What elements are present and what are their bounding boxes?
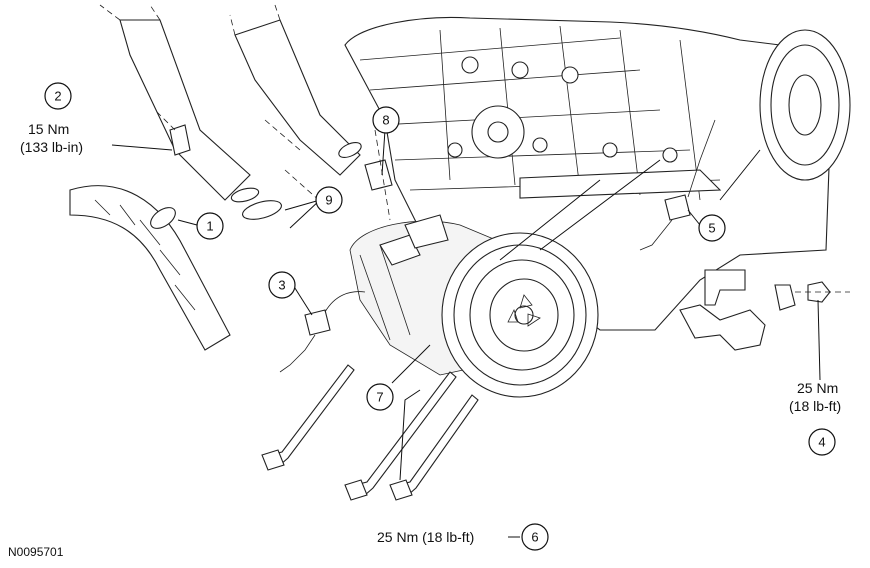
torque-spec-2: 15 Nm (133 lb-in) bbox=[20, 121, 83, 155]
svg-text:6: 6 bbox=[531, 530, 538, 545]
connector-5 bbox=[639, 119, 716, 251]
crank-damper bbox=[759, 29, 851, 181]
torque-spec-4: 25 Nm (18 lb-ft) bbox=[789, 380, 841, 414]
upper-hoses bbox=[99, 4, 361, 201]
figure-code: N0095701 bbox=[8, 545, 64, 559]
svg-text:5: 5 bbox=[708, 221, 715, 236]
svg-text:2: 2 bbox=[54, 89, 61, 104]
callout-6: 6 bbox=[521, 523, 549, 551]
connector-3 bbox=[279, 291, 366, 373]
callout-7: 7 bbox=[366, 383, 394, 411]
compressor-bolts bbox=[261, 364, 479, 501]
callout-9: 9 bbox=[315, 186, 343, 214]
refrigerant-hose bbox=[69, 185, 231, 351]
svg-text:8: 8 bbox=[382, 113, 389, 128]
torque-4-lb: (18 lb-ft) bbox=[789, 398, 841, 414]
callout-5: 5 bbox=[698, 214, 726, 242]
hose-clip bbox=[150, 207, 176, 229]
svg-text:9: 9 bbox=[325, 193, 332, 208]
torque-2-lb: (133 lb-in) bbox=[20, 139, 83, 155]
fitting-bolt-2 bbox=[154, 109, 191, 156]
svg-text:1: 1 bbox=[206, 219, 213, 234]
engine-pulley bbox=[471, 105, 525, 159]
svg-text:4: 4 bbox=[818, 435, 825, 450]
bracket-4 bbox=[679, 269, 850, 351]
compressor-fittings bbox=[379, 214, 449, 266]
engine-bolt-heads bbox=[447, 56, 678, 163]
o-ring-seals bbox=[230, 119, 362, 220]
bracket-8 bbox=[364, 129, 393, 221]
callout-3: 3 bbox=[268, 271, 296, 299]
callout-4: 4 bbox=[808, 428, 836, 456]
callout-1: 1 bbox=[196, 212, 224, 240]
leader-lines bbox=[111, 129, 821, 538]
compressor-clutch bbox=[441, 232, 599, 398]
svg-text:3: 3 bbox=[278, 278, 285, 293]
torque-4-nm: 25 Nm bbox=[797, 380, 838, 396]
callout-8: 8 bbox=[372, 106, 400, 134]
callout-2: 2 bbox=[44, 82, 72, 110]
torque-spec-6: 25 Nm (18 lb-ft) bbox=[377, 529, 474, 545]
torque-2-nm: 15 Nm bbox=[28, 121, 69, 137]
svg-text:7: 7 bbox=[376, 390, 383, 405]
torque-6: 25 Nm (18 lb-ft) bbox=[377, 529, 474, 545]
ac-compressor bbox=[349, 214, 599, 398]
